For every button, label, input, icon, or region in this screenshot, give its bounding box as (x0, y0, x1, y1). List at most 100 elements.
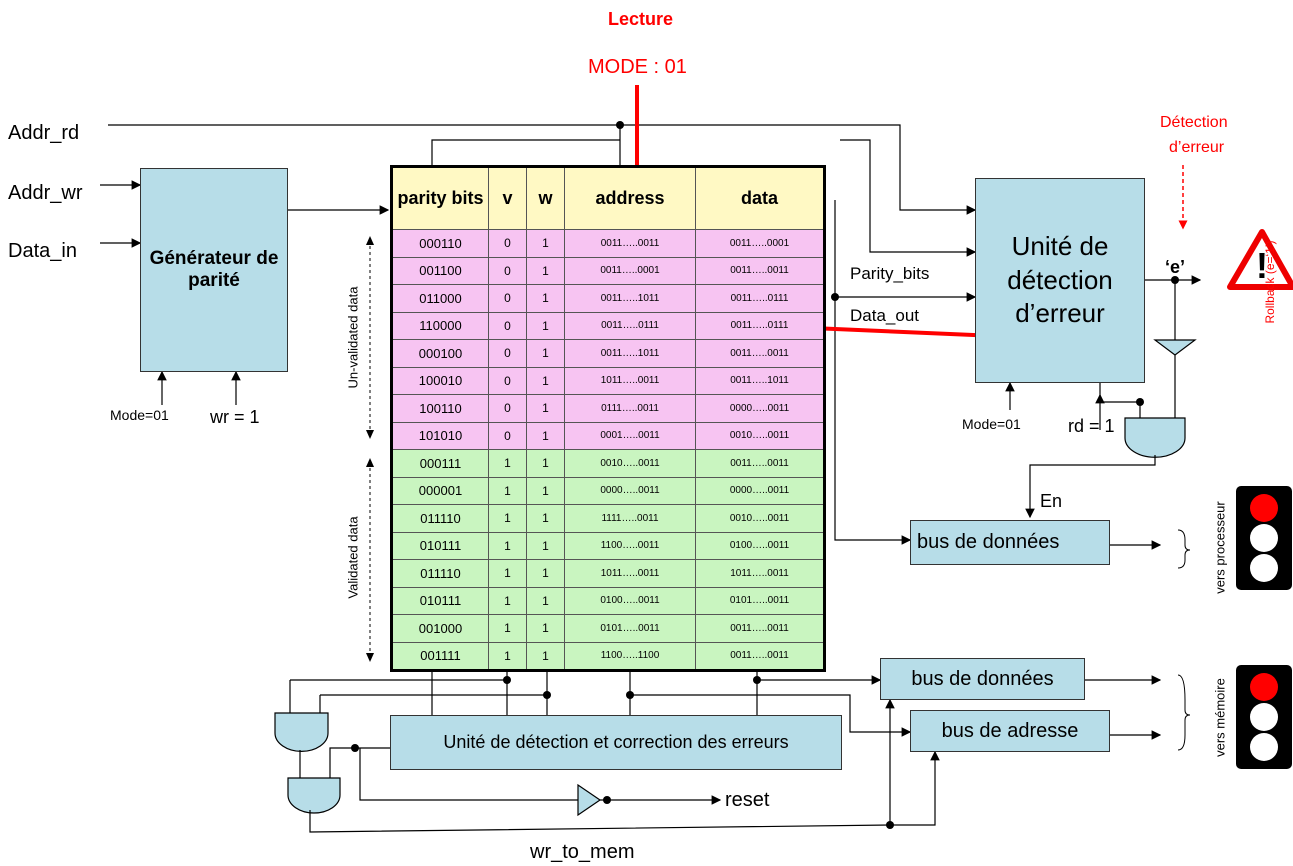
table-cell: 1 (526, 531, 565, 560)
table-cell: 0011…..0011 (695, 614, 825, 643)
mode-title: Lecture (608, 9, 674, 29)
table-cell: 0000…..0011 (695, 394, 825, 423)
rollback-label: Rollback (e=‘1’) (1263, 240, 1277, 324)
table-cell: 0011…..1011 (695, 366, 825, 395)
table-cell: 1 (526, 394, 565, 423)
addr-rd-wire (108, 124, 977, 215)
table-cell: 1 (526, 339, 565, 368)
table-header-4: data (695, 166, 825, 230)
table-cell: 1 (526, 366, 565, 395)
table-cell: 0001…..0011 (564, 421, 696, 450)
parity-bits-label: Parity_bits (850, 264, 930, 283)
table-cell: 1 (488, 531, 527, 560)
table-cell: 1 (526, 641, 565, 671)
traffic-light-processor (1236, 486, 1292, 590)
bus-data-memory-label: bus de données (911, 667, 1054, 690)
table-cell: 1100…..0011 (564, 531, 696, 560)
table-cell: 0111…..0011 (564, 394, 696, 423)
table-cell: 011110 (391, 504, 489, 533)
table-cell: 0011…..0001 (695, 229, 825, 258)
table-cell: 000110 (391, 229, 489, 258)
table-cell: 0 (488, 284, 527, 313)
to-processor-label: vers processeur (1212, 501, 1228, 594)
bus-data-processor-label: bus de données (917, 531, 1060, 553)
validated-label: Validated data (345, 516, 361, 599)
bus-address-memory-label: bus de adresse (941, 719, 1079, 742)
table-cell: 0011…..0011 (564, 229, 696, 258)
table-cell: 0011…..0111 (564, 311, 696, 340)
table-cell: 1 (526, 284, 565, 313)
bus-data-memory: bus de données (880, 658, 1085, 700)
table-cell: 1 (526, 504, 565, 533)
parity-generator-block: Générateur de parité (140, 168, 288, 372)
table-cell: 000111 (391, 449, 489, 478)
table-cell: 1100…..1100 (564, 641, 696, 671)
table-cell: 0101…..0011 (564, 614, 696, 643)
table-cell: 001111 (391, 641, 489, 671)
table-cell: 000100 (391, 339, 489, 368)
table-header-2: w (526, 166, 565, 230)
table-cell: 010111 (391, 531, 489, 560)
table-cell: 1 (526, 256, 565, 285)
table-cell: 1 (488, 504, 527, 533)
table-header-3: address (564, 166, 696, 230)
e-label: ‘e’ (1165, 257, 1186, 277)
table-cell: 0011…..1011 (564, 284, 696, 313)
table-cell: 1 (488, 586, 527, 615)
rd-label: rd = 1 (1068, 416, 1115, 436)
mode-value: MODE : 01 (588, 56, 687, 78)
white-lamp-icon (1250, 554, 1278, 582)
addr-wr-label: Addr_wr (8, 182, 83, 204)
table-cell: 1 (526, 476, 565, 505)
table-cell: 0 (488, 366, 527, 395)
table-cell: 1 (526, 311, 565, 340)
en-label: En (1040, 491, 1063, 511)
table-cell: 0011…..0011 (695, 256, 825, 285)
and-gate-1 (274, 712, 329, 752)
table-cell: 0011…..0111 (695, 311, 825, 340)
table-cell: 100010 (391, 366, 489, 395)
wr-to-mem-label: wr_to_mem (530, 841, 635, 863)
table-cell: 0011…..0011 (695, 641, 825, 671)
error-detection-unit-label: Unité de détection d’erreur (1007, 230, 1113, 329)
red-lamp-icon (1250, 673, 1278, 701)
bus-address-memory: bus de adresse (910, 710, 1110, 752)
white-lamp-icon (1250, 524, 1278, 552)
and-gate-2 (287, 777, 341, 814)
table-cell: 0000…..0011 (695, 476, 825, 505)
parity-generator-label: Générateur de parité (149, 248, 279, 291)
table-cell: 0010…..0011 (564, 449, 696, 478)
white-lamp-icon (1250, 733, 1278, 761)
table-cell: 1 (488, 614, 527, 643)
addr-rd-label: Addr_rd (8, 122, 80, 144)
mode-det-label: Mode=01 (962, 416, 1021, 432)
table-cell: 000001 (391, 476, 489, 505)
table-cell: 0011…..0001 (564, 256, 696, 285)
table-cell: 1 (526, 449, 565, 478)
mode-gen-label: Mode=01 (110, 407, 169, 423)
unvalidated-label: Un-validated data (345, 286, 361, 389)
error-detection-unit: Unité de détection d’erreur (975, 178, 1145, 383)
table-header-1: v (488, 166, 527, 230)
and-gate-rd (1124, 417, 1186, 458)
table-cell: 1011…..0011 (695, 559, 825, 588)
reset-label: reset (725, 789, 770, 811)
detection-note-2: d’erreur (1169, 139, 1225, 156)
data-in-label: Data_in (8, 240, 77, 262)
bus-data-processor: bus de données (910, 520, 1110, 565)
detection-note-1: Détection (1160, 114, 1228, 131)
table-cell: 011000 (391, 284, 489, 313)
